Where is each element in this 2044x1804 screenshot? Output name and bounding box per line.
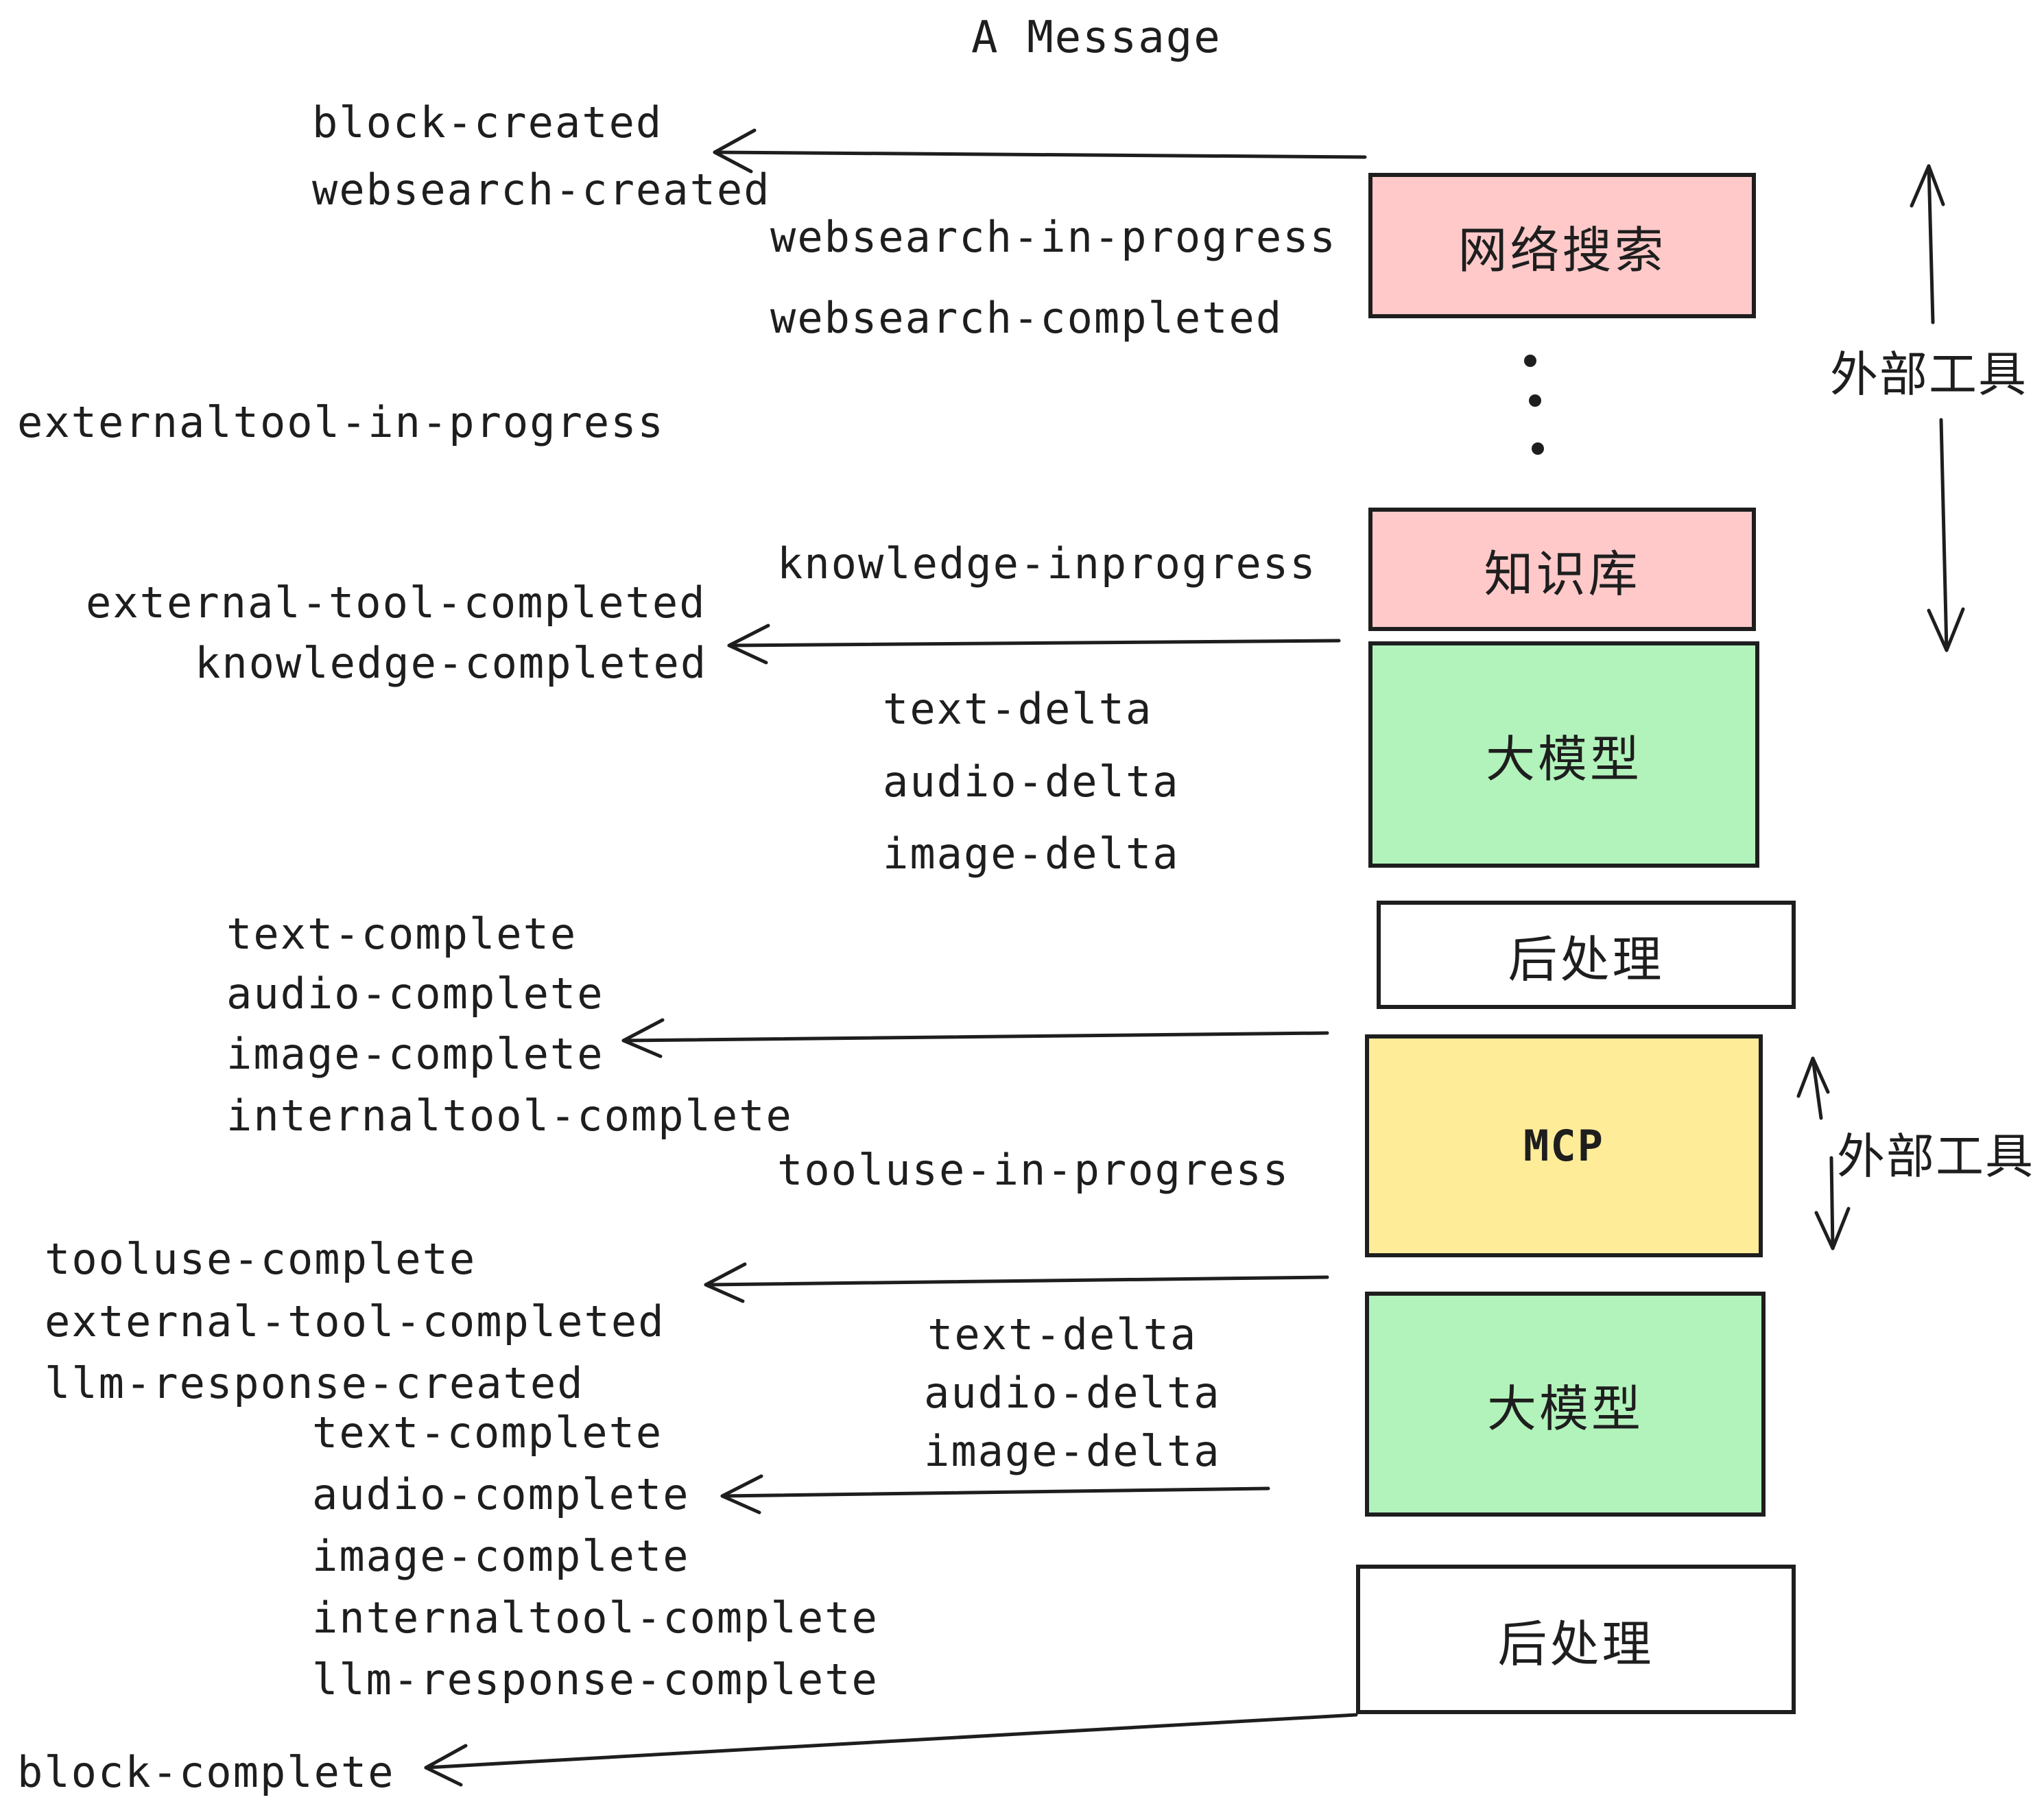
node-mcp: MCP: [1365, 1034, 1763, 1257]
arrow-to-audio-complete: [720, 1474, 1270, 1515]
node-postprocess-1-label: 后处理: [1508, 930, 1665, 988]
event-llm-response-created: llm-response-created: [45, 1358, 584, 1408]
arrow-to-knowledge-completed: [727, 624, 1341, 665]
node-llm-2-label: 大模型: [1486, 1379, 1643, 1438]
event-text-delta-1: text-delta: [883, 684, 1153, 734]
event-image-delta-2: image-delta: [924, 1426, 1221, 1476]
ellipsis-dots: [1524, 355, 1544, 455]
arrow-websearch-to-created: [713, 128, 1367, 174]
external-tools-label-bottom: 外部工具: [1837, 1118, 2034, 1187]
node-websearch-label: 网络搜索: [1458, 221, 1667, 279]
arrow-to-block-complete: [424, 1713, 1358, 1787]
arrow-to-tooluse-complete: [704, 1262, 1329, 1303]
event-block-created: block-created: [312, 97, 663, 147]
event-tooluse-in-progress: tooluse-in-progress: [777, 1145, 1290, 1195]
event-text-delta-2: text-delta: [927, 1309, 1198, 1360]
node-knowledge-base: 知识库: [1368, 508, 1756, 631]
event-image-complete-2: image-complete: [312, 1531, 690, 1581]
node-postprocess-2-label: 后处理: [1497, 1615, 1654, 1673]
diagram-title: A Message: [971, 12, 1222, 63]
event-image-complete-1: image-complete: [226, 1029, 604, 1079]
event-knowledge-inprogress: knowledge-inprogress: [777, 538, 1317, 589]
event-websearch-created: websearch-created: [312, 165, 771, 215]
node-postprocess-2: 后处理: [1356, 1565, 1796, 1714]
node-postprocess-1: 后处理: [1377, 901, 1796, 1009]
event-websearch-in-progress: websearch-in-progress: [770, 212, 1337, 262]
node-llm-1: 大模型: [1368, 641, 1759, 868]
event-llm-response-complete: llm-response-complete: [312, 1654, 879, 1705]
event-external-tool-completed-2: external-tool-completed: [45, 1296, 665, 1346]
node-llm-2: 大模型: [1365, 1292, 1766, 1517]
event-audio-delta-1: audio-delta: [883, 757, 1180, 807]
external-tools-label-top: 外部工具: [1830, 336, 2028, 405]
event-audio-complete-2: audio-complete: [312, 1469, 690, 1519]
event-text-complete-1: text-complete: [226, 909, 578, 959]
node-llm-1-label: 大模型: [1485, 730, 1642, 788]
node-websearch: 网络搜索: [1368, 173, 1756, 318]
event-image-delta-1: image-delta: [883, 829, 1180, 879]
event-external-tool-completed-1: external-tool-completed: [86, 578, 706, 628]
event-externaltool-in-progress: externaltool-in-progress: [17, 397, 665, 447]
event-tooluse-complete: tooluse-complete: [45, 1234, 477, 1284]
event-audio-complete-1: audio-complete: [226, 969, 604, 1019]
event-internaltool-complete-2: internaltool-complete: [312, 1593, 879, 1643]
event-audio-delta-2: audio-delta: [924, 1368, 1221, 1418]
node-mcp-label: MCP: [1523, 1121, 1604, 1171]
event-internaltool-complete-1: internaltool-complete: [226, 1091, 793, 1141]
external-tools-span-arrow-top: [1910, 164, 1965, 652]
arrow-to-image-complete: [621, 1018, 1329, 1058]
event-text-complete-2: text-complete: [312, 1408, 663, 1458]
event-websearch-completed: websearch-completed: [770, 293, 1283, 343]
node-knowledge-base-label: 知识库: [1484, 545, 1641, 603]
event-block-complete: block-complete: [17, 1747, 395, 1797]
event-knowledge-completed: knowledge-completed: [195, 638, 708, 688]
